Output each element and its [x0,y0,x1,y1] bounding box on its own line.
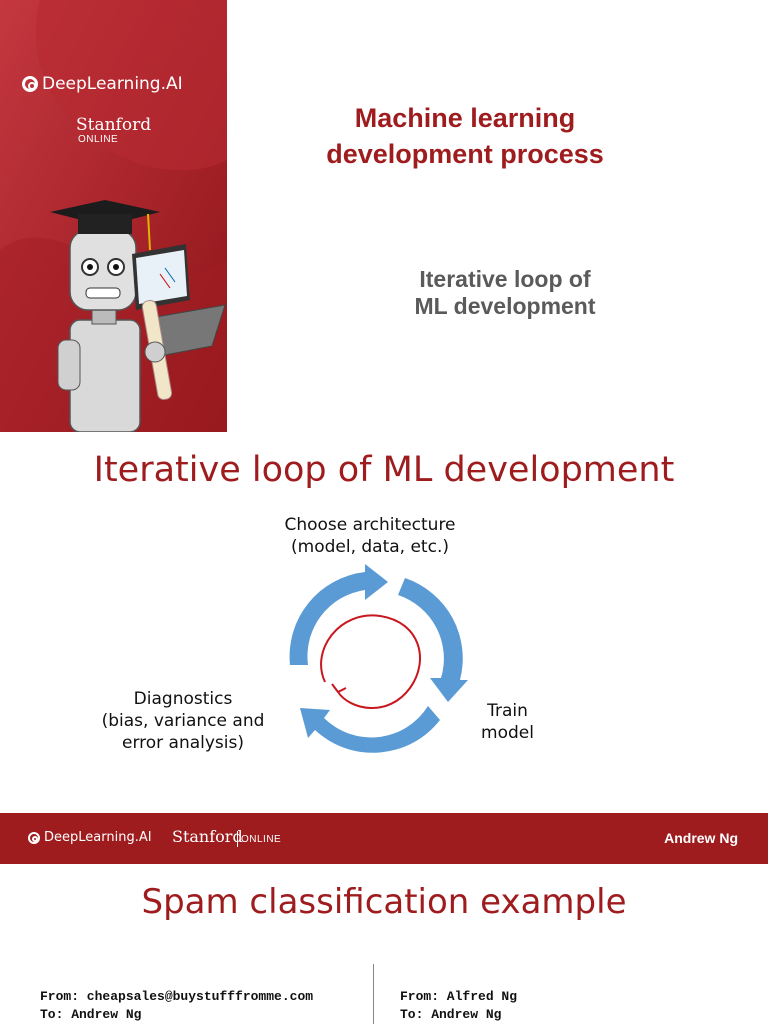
label-line: error analysis) [121,733,245,753]
email-to: To: Andrew Ng [400,1007,502,1022]
email-from: From: Alfred Ng [400,989,518,1004]
iterative-loop-slide: Iterative loop of ML development Choose … [0,432,768,864]
inner-loop-arrow [320,614,421,709]
train-model-label: Train model [470,700,545,744]
subtitle-line: ML development [414,293,596,319]
email-from: From: cheapsales@buystufffromme.com [40,989,314,1004]
stanford-wordmark: Stanford [172,827,243,846]
email-to: To: Andrew Ng [40,1007,142,1022]
spam-email-header: From: cheapsales@buystufffromme.com To: … [40,988,313,1024]
deeplearning-logo-icon [28,831,40,844]
cycle-diagram [289,564,468,753]
deeplearning-logo-icon [22,76,38,92]
footer-divider [237,831,238,847]
online-wordmark: ONLINE [78,134,119,145]
brand-name: DeepLearning.AI [42,74,183,94]
stanford-wordmark: Stanford [76,115,152,135]
subtitle-line: Iterative loop of [419,266,591,292]
label-line: (model, data, etc.) [291,537,449,557]
red-side-panel [0,0,227,432]
label-line: Train [487,701,528,721]
deeplearning-ai-logo: DeepLearning.AI [28,830,152,845]
title-slide: DeepLearning.AI Stanford ONLINE Machine … [0,0,768,432]
label-line: model [481,723,534,743]
normal-email-header: From: Alfred Ng To: Andrew Ng [400,988,517,1024]
slide-title: Iterative loop of ML development [93,450,675,490]
slide-title: Machine learning development process [280,100,650,172]
online-wordmark: ONLINE [241,834,282,845]
label-line: Diagnostics [133,689,233,709]
choose-architecture-label: Choose architecture (model, data, etc.) [240,514,500,558]
diagnostics-label: Diagnostics (bias, variance and error an… [68,688,298,754]
label-line: Choose architecture [284,515,456,535]
slide-footer: DeepLearning.AI Stanford ONLINE Andrew N… [0,813,768,864]
robot-graduate-illustration [50,200,226,432]
brand-name: DeepLearning.AI [44,830,152,845]
inner-loop-arrowhead [331,683,347,693]
author-name: Andrew Ng [664,830,738,846]
column-divider [373,964,374,1024]
slide-subtitle: Iterative loop of ML development [340,266,670,320]
spam-example-slide: Spam classification example From: cheaps… [0,864,768,1024]
title-line: development process [326,139,604,169]
label-line: (bias, variance and [101,711,265,731]
deeplearning-ai-logo: DeepLearning.AI [22,74,183,94]
title-line: Machine learning [354,103,576,133]
cycle-arrows [289,564,468,753]
slide-title: Spam classification example [141,882,627,922]
